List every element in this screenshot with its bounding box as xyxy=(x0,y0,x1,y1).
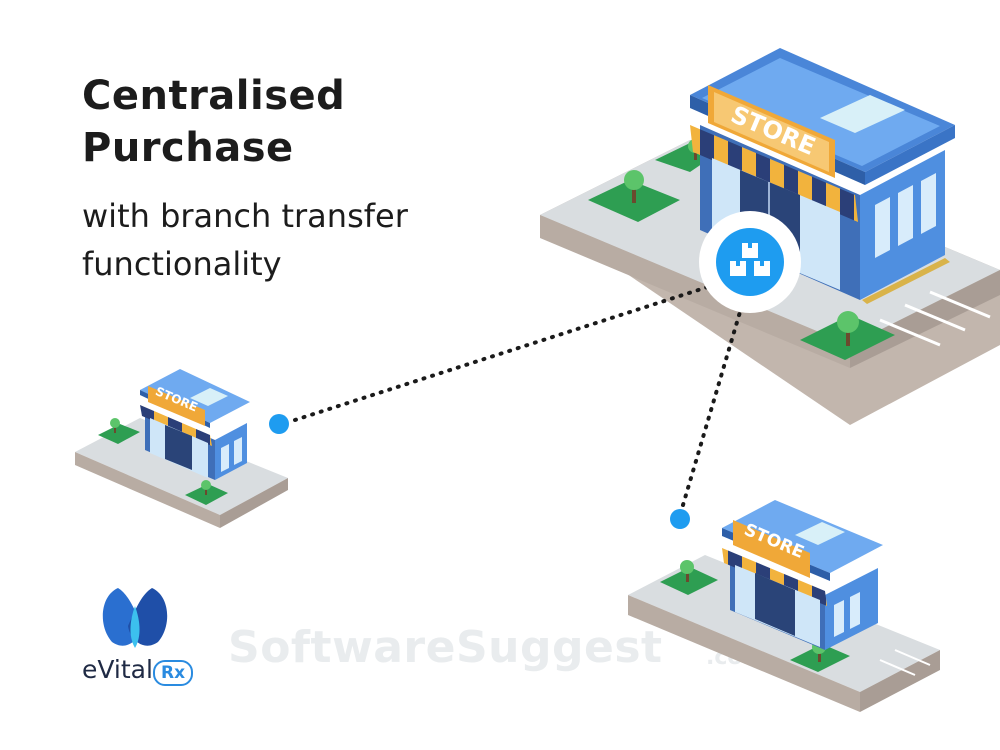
transfer-connector-right xyxy=(681,293,747,507)
subheadline-line-1: with branch transfer xyxy=(82,197,408,235)
boxes-icon xyxy=(699,211,801,313)
branch-store-right xyxy=(628,500,940,712)
evital-logo-icon xyxy=(102,588,168,648)
subheadline-line-2: functionality xyxy=(82,245,282,283)
headline: Centralised Purchase xyxy=(82,70,345,174)
brand-badge: Rx xyxy=(153,660,194,686)
transfer-connector-left xyxy=(293,281,722,422)
tree-icon xyxy=(624,139,859,346)
watermark: SoftwareSuggest xyxy=(228,622,663,673)
branch-left-node xyxy=(269,414,289,434)
brand-name: eVital xyxy=(82,655,153,684)
subheadline: with branch transfer functionality xyxy=(82,192,408,288)
branch-right-node xyxy=(670,509,690,529)
branch-store-left xyxy=(75,369,288,528)
headline-line-1: Centralised xyxy=(82,73,346,119)
headline-line-2: Purchase xyxy=(82,125,294,171)
